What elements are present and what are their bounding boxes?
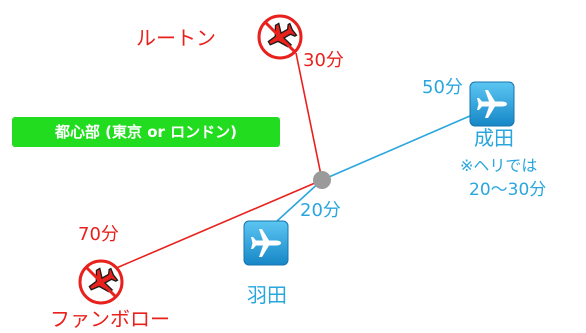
route-luton: [295, 52, 323, 181]
narita-heli-time: 20〜30分: [469, 180, 547, 200]
haneda-time: 20分: [300, 200, 341, 221]
hub-dot: [313, 171, 331, 189]
city-center-badge: 都心部 (東京 or ロンドン): [12, 117, 280, 147]
plane-prohibited-icon: [257, 14, 303, 60]
plane-prohibited-icon: [78, 259, 124, 305]
route-farnborough: [106, 179, 323, 273]
narita-heli-note: ※ヘリでは: [460, 156, 538, 175]
haneda-label: 羽田: [247, 283, 287, 307]
narita-time: 50分: [422, 77, 463, 98]
airplane-icon: [243, 220, 289, 266]
farnborough-label: ファンボロー: [50, 307, 170, 331]
narita-label: 成田: [474, 126, 514, 150]
luton-time: 30分: [303, 50, 344, 71]
luton-label: ルートン: [136, 26, 216, 50]
farnborough-time: 70分: [78, 224, 119, 245]
route-narita: [321, 108, 487, 181]
airplane-icon: [469, 81, 515, 127]
